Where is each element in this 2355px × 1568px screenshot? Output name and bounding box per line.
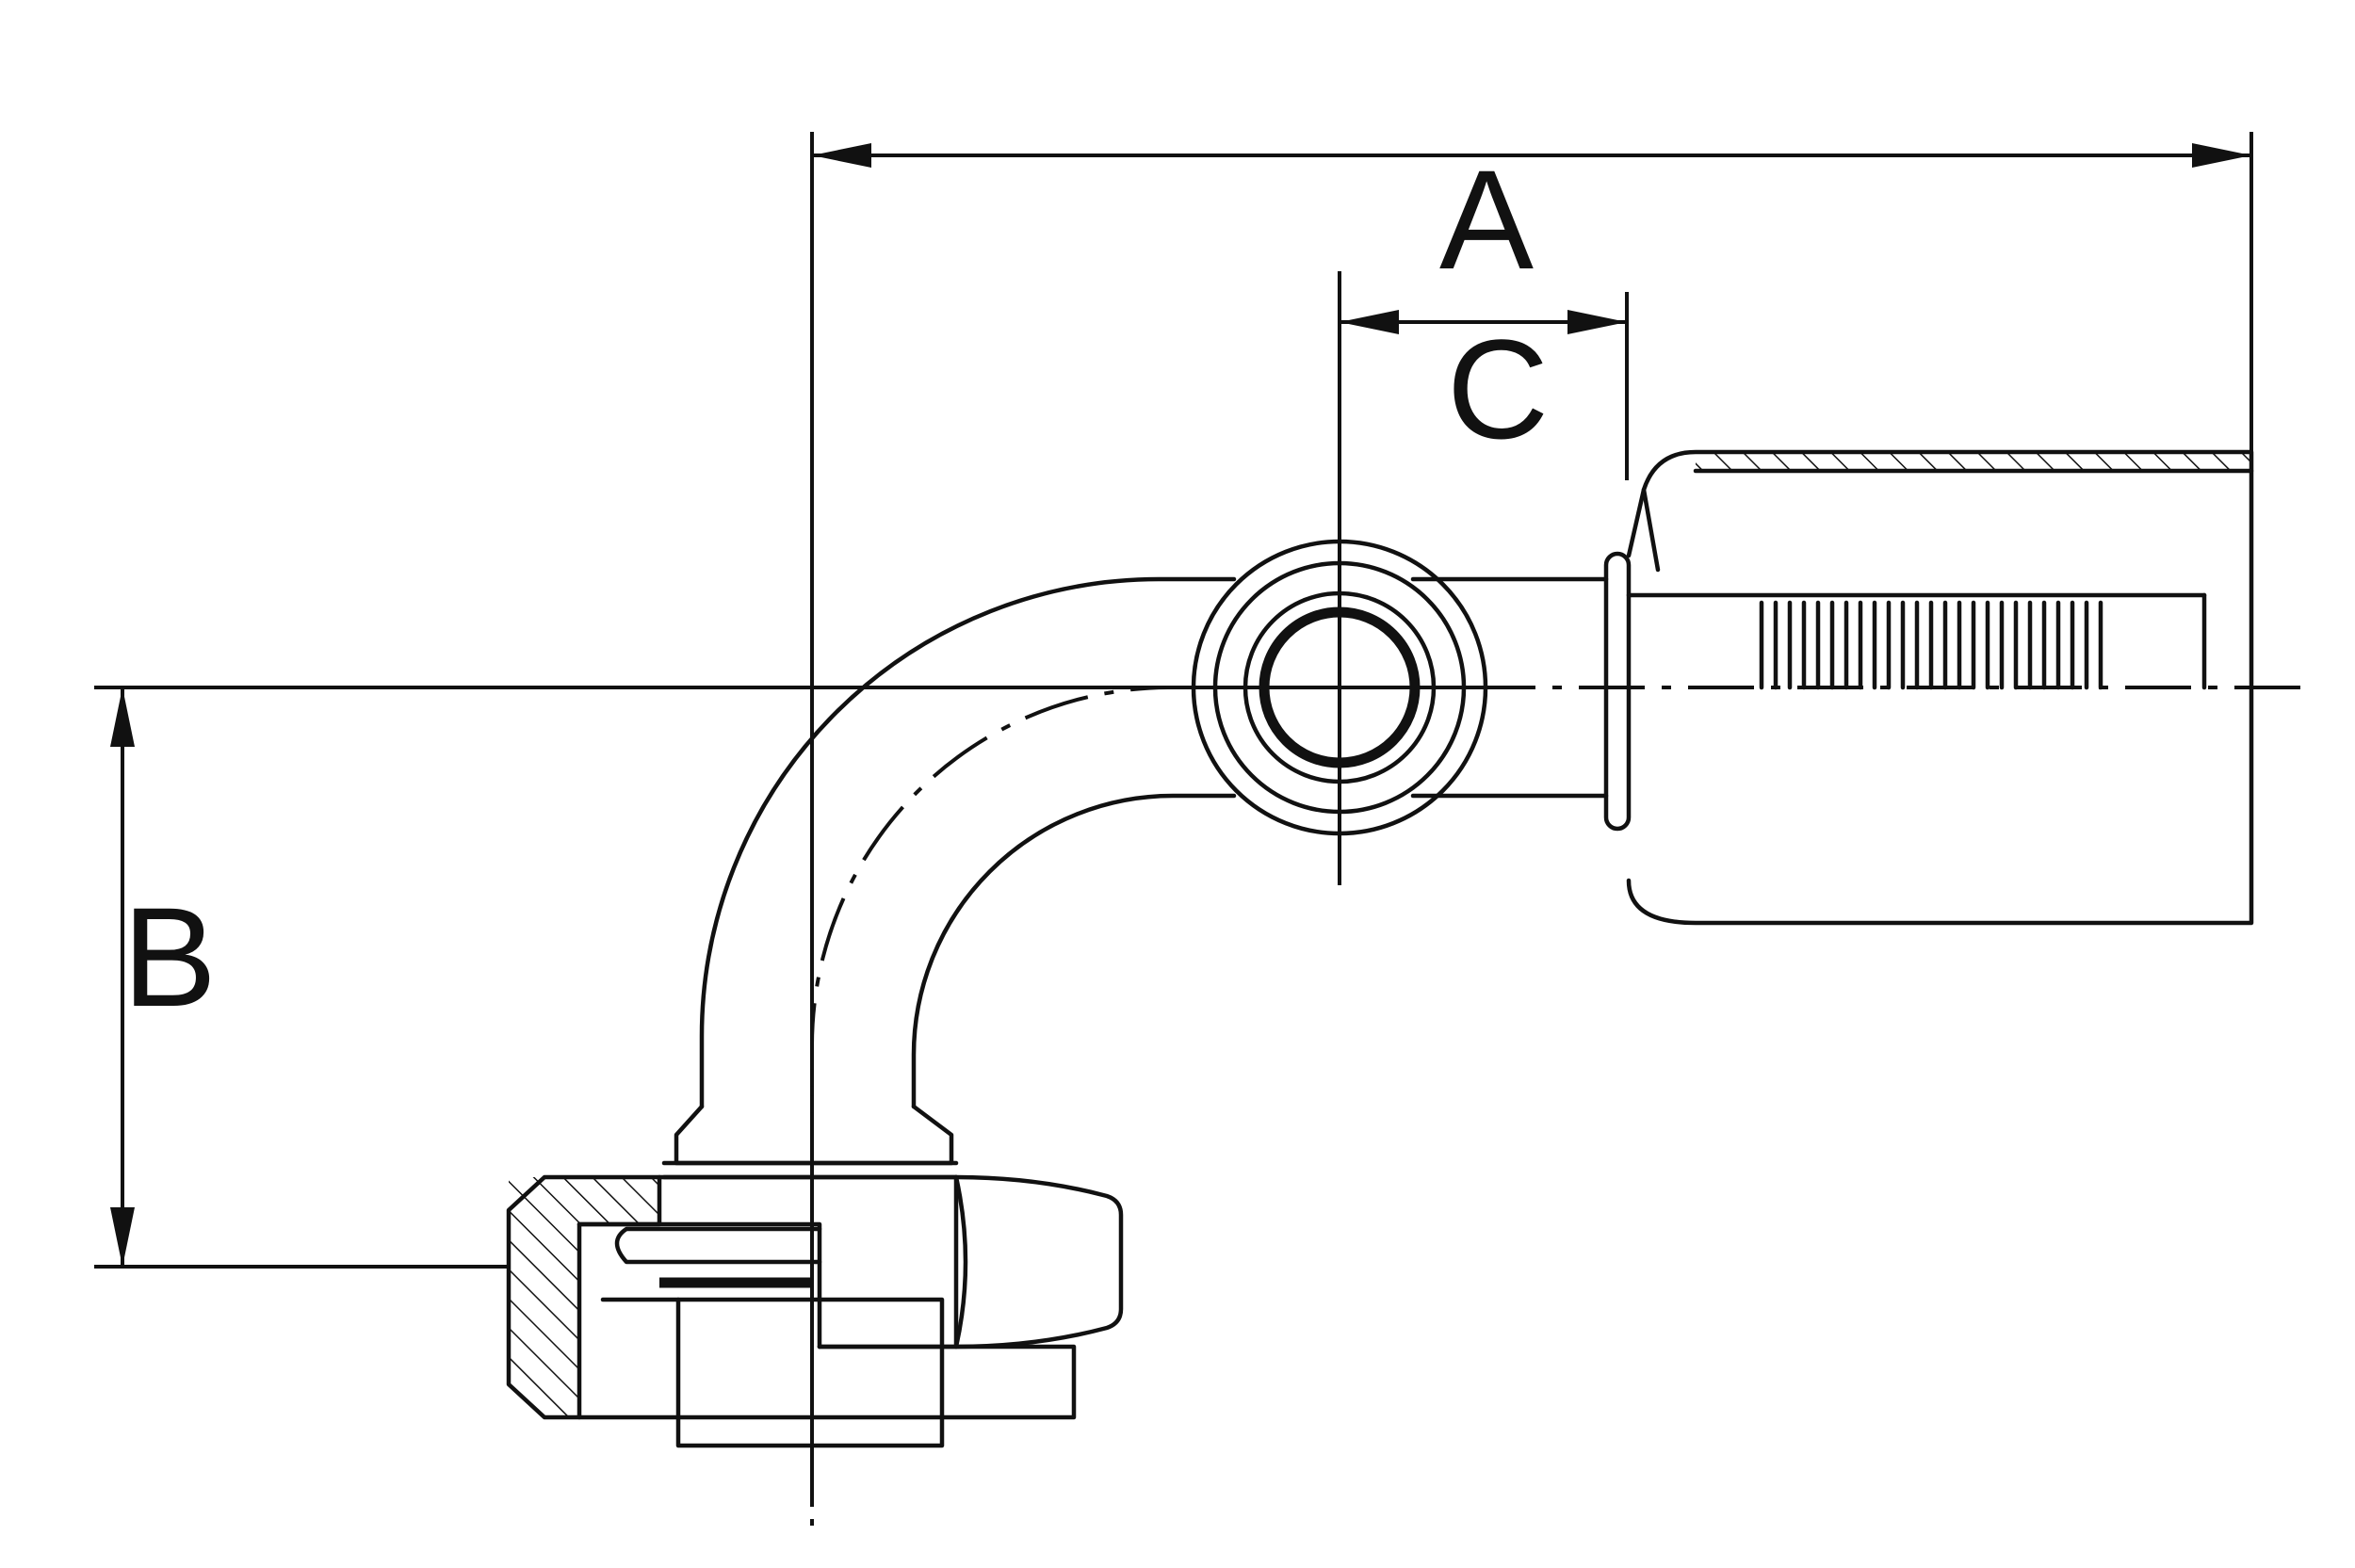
nut-retaining-groove — [614, 1226, 822, 1265]
ferrule-shell-section — [1696, 454, 2251, 470]
dimension-b-label: B — [122, 878, 217, 1036]
dimension-a-label: A — [1439, 140, 1534, 299]
dimension-b: B — [94, 686, 1196, 1269]
dimension-c-label: C — [1447, 310, 1549, 468]
port-outer-ring — [1191, 539, 1488, 836]
nut-skirt — [577, 1344, 1077, 1420]
dimension-a-arrow-right — [2192, 143, 2251, 168]
nut-sleeve — [675, 1297, 945, 1448]
dimension-b-arrow-bottom — [110, 1207, 135, 1267]
port-seat-ring — [1242, 590, 1437, 784]
tube-outer-wall — [699, 576, 1237, 1109]
dimension-c-arrow-left — [1340, 310, 1399, 334]
crimp-ferrule — [1603, 449, 2254, 926]
nut-hex-flat-right — [953, 1174, 968, 1350]
bend-center-line — [810, 686, 1196, 1191]
nut-section-hatching — [509, 1177, 659, 1417]
nut-inner-bore — [577, 1221, 822, 1350]
tube-inner-wall — [911, 793, 1237, 1109]
bent-tube — [661, 576, 1237, 1180]
dimension-b-arrow-top — [110, 687, 135, 747]
dimension-c-arrow-right — [1567, 310, 1627, 334]
center-lines — [810, 527, 2317, 1526]
side-port — [1191, 539, 1609, 836]
nut-hex-profile — [657, 1174, 1124, 1350]
ferrule-collar — [1603, 551, 1632, 832]
dimension-a-arrow-left — [812, 143, 871, 168]
port-middle-ring — [1212, 560, 1467, 815]
ferrule-lip — [1641, 487, 1661, 573]
stem-serrations — [1759, 600, 2103, 690]
port-o-ring — [1259, 606, 1421, 768]
ferrule-shell — [1626, 449, 2254, 926]
